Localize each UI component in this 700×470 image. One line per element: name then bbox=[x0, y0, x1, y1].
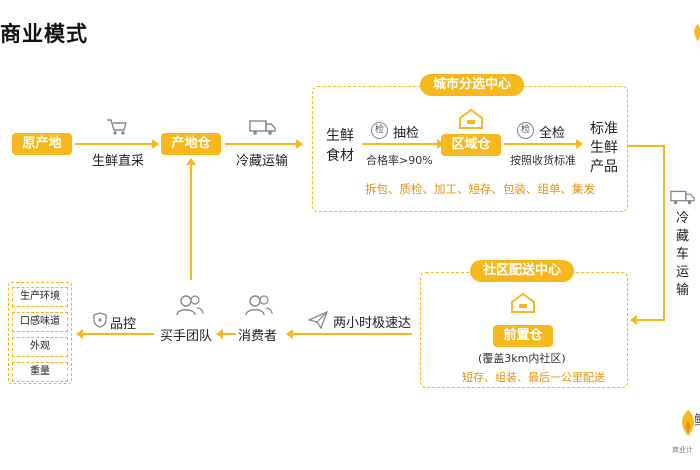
arrow-right bbox=[437, 139, 444, 149]
arrow-left bbox=[630, 315, 637, 325]
arrow-left bbox=[216, 329, 223, 339]
sample-inspect-label: 抽检 bbox=[393, 126, 420, 141]
arrow-left bbox=[76, 329, 83, 339]
connector bbox=[663, 145, 665, 320]
fresh-food-label: 生鲜食材 bbox=[325, 126, 355, 166]
warehouse-icon bbox=[510, 292, 536, 314]
fresh-direct-label: 生鲜直采 bbox=[92, 154, 145, 169]
origin-box: 原产地 bbox=[12, 133, 72, 155]
brand-sub-text: 商业计 bbox=[672, 446, 693, 454]
origin-warehouse-box: 产地仓 bbox=[161, 133, 221, 155]
qc-item: 外观 bbox=[12, 337, 68, 357]
cold-vehicle-label: 冷藏车运输 bbox=[676, 210, 692, 300]
cart-icon bbox=[106, 118, 128, 136]
buying-team-label: 买手团队 bbox=[160, 329, 213, 344]
regional-warehouse-box: 区域仓 bbox=[441, 134, 501, 156]
shield-icon bbox=[93, 312, 107, 328]
community-services-label: 短存、组装、最后一公里配送 bbox=[462, 371, 605, 384]
qc-label: 品控 bbox=[110, 317, 137, 332]
consumer-label: 消费者 bbox=[238, 329, 278, 344]
people-icon bbox=[175, 294, 205, 316]
arrow-right bbox=[152, 139, 159, 149]
two-hour-label: 两小时极速达 bbox=[333, 316, 412, 331]
city-center-label: 城市分选中心 bbox=[420, 74, 524, 96]
arrow-right bbox=[576, 139, 583, 149]
standard-product-label: 标准生鲜产品 bbox=[590, 120, 622, 177]
coverage-label: (覆盖3km内社区) bbox=[478, 352, 566, 365]
arrow-up bbox=[186, 158, 196, 165]
connector bbox=[225, 143, 299, 145]
qc-group bbox=[8, 282, 72, 384]
fresh-food-text: 生鲜食材 bbox=[326, 128, 354, 164]
corner-logo-icon bbox=[688, 22, 700, 44]
connector bbox=[82, 333, 154, 335]
paper-plane-icon bbox=[307, 310, 329, 330]
community-center-label: 社区配送中心 bbox=[470, 260, 574, 282]
connector bbox=[75, 143, 155, 145]
brand-logo-char: 鲜 bbox=[694, 410, 700, 430]
standard-product-text: 标准生鲜产品 bbox=[590, 121, 618, 175]
connector bbox=[636, 319, 665, 321]
flame-logo-icon bbox=[676, 408, 700, 438]
qc-item: 生产环境 bbox=[12, 287, 68, 307]
inspect-icon: 检 bbox=[371, 122, 388, 139]
connector bbox=[628, 145, 664, 147]
truck-icon bbox=[670, 188, 696, 206]
connector bbox=[222, 333, 236, 335]
arrow-right bbox=[296, 139, 303, 149]
full-inspect-label: 全检 bbox=[539, 126, 566, 141]
cold-transport-label: 冷藏运输 bbox=[236, 154, 289, 169]
front-warehouse-box: 前置仓 bbox=[493, 325, 553, 347]
connector bbox=[292, 333, 412, 335]
inspect-icon: 检 bbox=[517, 122, 534, 139]
accept-standard-label: 按照收货标准 bbox=[510, 154, 576, 167]
qc-item: 口感味道 bbox=[12, 312, 68, 332]
connector bbox=[190, 164, 192, 280]
truck-icon bbox=[249, 118, 277, 136]
pass-rate-label: 合格率>90% bbox=[366, 154, 433, 167]
page-title: 商业模式 bbox=[0, 22, 88, 46]
cold-vehicle-text: 冷藏车运输 bbox=[676, 211, 690, 298]
connector bbox=[362, 143, 440, 145]
qc-item: 重量 bbox=[12, 362, 68, 382]
people-icon bbox=[244, 294, 274, 316]
arrow-left bbox=[286, 329, 293, 339]
connector bbox=[504, 143, 579, 145]
warehouse-icon bbox=[458, 108, 484, 130]
city-services-label: 拆包、质检、加工、短存、包装、组单、集发 bbox=[365, 182, 595, 196]
